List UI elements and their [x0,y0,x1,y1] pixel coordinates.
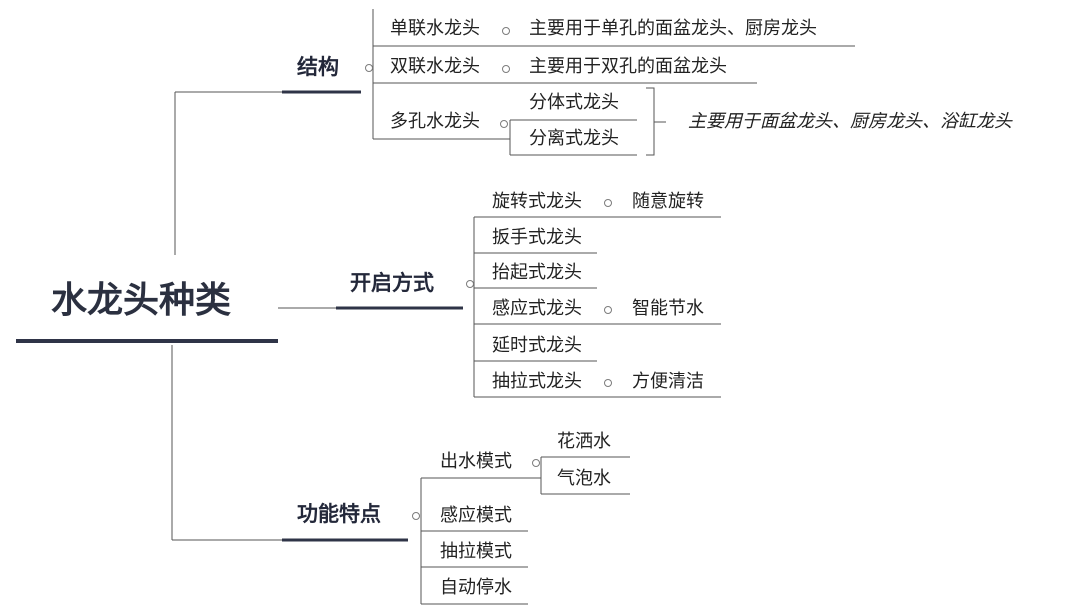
collapse-toggle-icon[interactable] [604,306,612,314]
collapse-toggle-icon[interactable] [500,120,508,128]
collapse-toggle-icon[interactable] [412,512,420,520]
node-multi-hole-faucet[interactable]: 多孔水龙头 [390,111,480,132]
node-separate-faucet[interactable]: 分离式龙头 [529,128,619,149]
node-pullout-faucet[interactable]: 抽拉式龙头 [492,371,582,392]
node-auto-stop[interactable]: 自动停水 [440,577,512,598]
topic-structure[interactable]: 结构 [297,55,339,79]
collapse-toggle-icon[interactable] [502,27,510,35]
collapse-toggle-icon[interactable] [466,280,474,288]
node-pull-mode[interactable]: 抽拉模式 [440,541,512,562]
node-double-faucet[interactable]: 双联水龙头 [390,56,480,77]
node-pullout-note[interactable]: 方便清洁 [632,371,704,392]
node-sensor-faucet[interactable]: 感应式龙头 [492,298,582,319]
node-single-faucet[interactable]: 单联水龙头 [390,18,480,39]
collapse-toggle-icon[interactable] [365,64,373,72]
topic-features[interactable]: 功能特点 [297,502,381,526]
collapse-toggle-icon[interactable] [502,65,510,73]
node-sensor-mode[interactable]: 感应模式 [440,505,512,526]
node-double-faucet-use[interactable]: 主要用于双孔的面盆龙头 [529,56,727,77]
node-delay-faucet[interactable]: 延时式龙头 [492,335,582,356]
node-lift-faucet[interactable]: 抬起式龙头 [492,262,582,283]
node-water-mode[interactable]: 出水模式 [440,451,512,472]
collapse-toggle-icon[interactable] [532,459,540,467]
node-shower-water[interactable]: 花洒水 [557,431,611,452]
node-rotary-faucet[interactable]: 旋转式龙头 [492,191,582,212]
collapse-toggle-icon[interactable] [604,199,612,207]
node-sensor-note[interactable]: 智能节水 [632,298,704,319]
summary-multi-use[interactable]: 主要用于面盆龙头、厨房龙头、浴缸龙头 [688,111,1012,132]
root-topic[interactable]: 水龙头种类 [51,280,232,321]
node-single-faucet-use[interactable]: 主要用于单孔的面盆龙头、厨房龙头 [529,18,817,39]
node-bubble-water[interactable]: 气泡水 [557,468,611,489]
node-rotary-note[interactable]: 随意旋转 [632,191,704,212]
topic-opening-method[interactable]: 开启方式 [350,271,434,295]
node-split-faucet[interactable]: 分体式龙头 [529,92,619,113]
collapse-toggle-icon[interactable] [604,379,612,387]
node-lever-faucet[interactable]: 扳手式龙头 [492,227,582,248]
